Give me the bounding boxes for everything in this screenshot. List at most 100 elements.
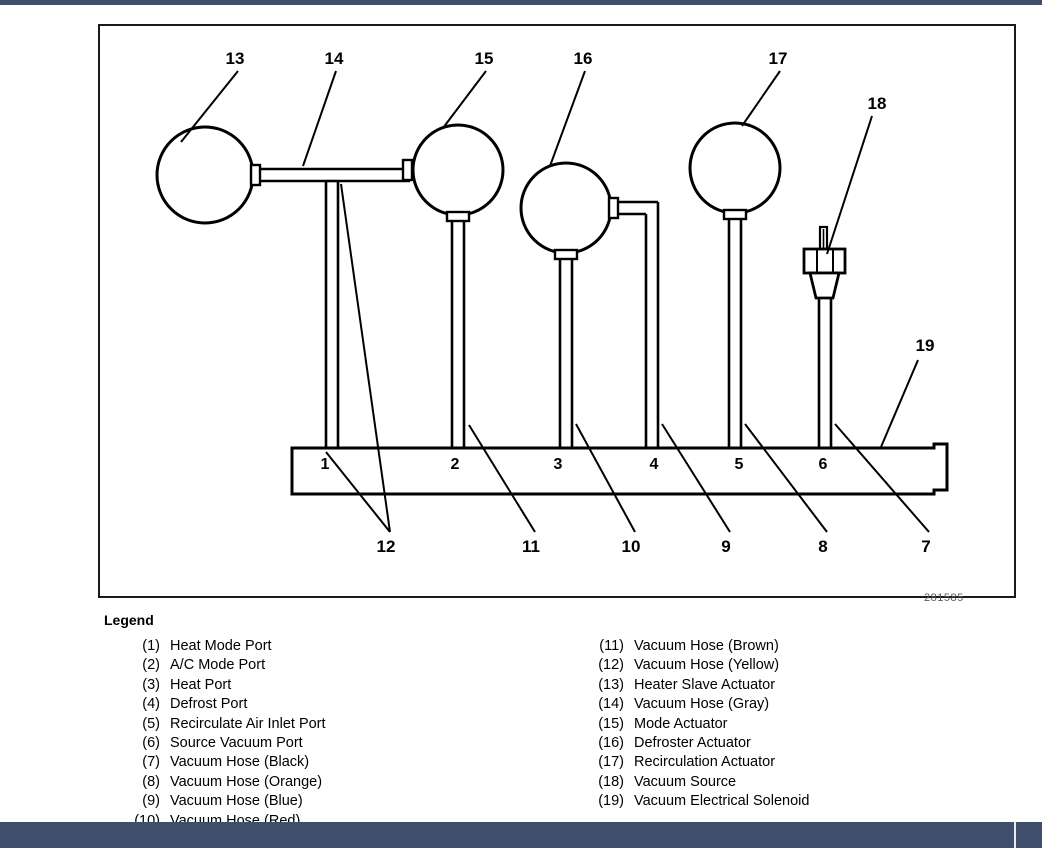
legend-item-label: A/C Mode Port xyxy=(170,657,266,674)
legend-item: (17) Recirculation Actuator xyxy=(592,754,809,773)
legend-item: (14)Vacuum Hose (Gray) xyxy=(592,696,809,715)
legend-item: (19) Vacuum Electrical Solenoid xyxy=(592,793,809,812)
legend-item-number: (11) xyxy=(599,638,624,654)
callout-8: 8 xyxy=(818,537,827,556)
callout-13: 13 xyxy=(226,49,245,68)
legend-item-label: Heat Port xyxy=(170,676,232,693)
legend-title: Legend xyxy=(104,612,154,628)
callout-16: 16 xyxy=(574,49,593,68)
legend-item: (4) Defrost Port xyxy=(128,696,326,715)
legend-column-right: (11) Vacuum Hose (Brown) (12) Vacuum Hose (… xyxy=(592,638,809,813)
legend-item-label: Heater Slave Actuator xyxy=(634,676,776,693)
callout-14: 14 xyxy=(325,49,344,68)
port-label-5: 5 xyxy=(735,456,744,473)
actuator-13-neck xyxy=(249,163,262,187)
callout-9: 9 xyxy=(721,537,730,556)
legend-item: (5) Recirculate Air Inlet Port xyxy=(128,715,326,735)
legend-item-label: Vacuum Source xyxy=(634,773,737,790)
legend-item-label: Vacuum Electrical Solenoid xyxy=(634,793,810,810)
legend-item-number: (7) xyxy=(142,754,160,771)
leader-13 xyxy=(180,70,239,143)
leader-15 xyxy=(442,70,487,129)
legend-item-number: (15) xyxy=(598,715,624,732)
leader-8 xyxy=(744,423,828,533)
legend-item-number: (12) xyxy=(598,657,624,674)
vacuum-electrical-solenoid-bar xyxy=(290,442,949,496)
callout-17: 17 xyxy=(769,49,788,68)
legend-column-left: (1)Heat Mode Port(2) A/C Mode Port (3) Heat… xyxy=(128,638,326,832)
vacuum-source-hex-nut xyxy=(802,247,847,275)
legend-item: (11) Vacuum Hose (Brown) xyxy=(592,638,809,657)
legend-item-number: (4) xyxy=(142,696,160,713)
solenoid-port-labels: 1 2 3 4 5 6 xyxy=(321,456,828,473)
callout-labels-top: 13 14 15 16 17 18 19 xyxy=(226,49,935,355)
leader-19 xyxy=(880,359,919,448)
legend-item-number: (16) xyxy=(598,734,624,751)
legend-item-number: (3) xyxy=(142,676,160,693)
leader-14 xyxy=(302,70,337,167)
port-label-3: 3 xyxy=(554,456,563,473)
legend-item-number: (8) xyxy=(142,773,160,790)
vacuum-system-diagram: 13 14 15 16 17 18 19 12 11 10 9 8 7 1 2 … xyxy=(155,49,949,556)
actuator-15-neck-bottom xyxy=(445,210,471,223)
leader-11 xyxy=(468,424,536,533)
leader-10 xyxy=(575,423,636,533)
vacuum-source-cone xyxy=(808,271,841,300)
bottom-accent-bar xyxy=(0,822,1042,848)
legend-item-number: (17) xyxy=(598,754,624,771)
legend-item-number: (6) xyxy=(142,734,160,751)
legend-item-label: Vacuum Hose (Blue) xyxy=(170,793,303,810)
legend-item-number: (19) xyxy=(598,793,624,810)
legend-item: (1)Heat Mode Port xyxy=(128,638,326,657)
legend-item-number: (2) xyxy=(142,657,160,674)
legend-item-label: Defroster Actuator xyxy=(634,734,751,751)
leader-12b xyxy=(325,451,391,533)
bottom-bar-divider xyxy=(1014,822,1016,848)
legend-item-number: (18) xyxy=(598,773,624,790)
actuator-16-neck-right xyxy=(607,196,620,220)
callout-labels-bottom: 12 11 10 9 8 7 xyxy=(377,537,931,556)
legend-item-number: (13) xyxy=(598,676,624,693)
legend-item: (9) Vacuum Hose (Blue) xyxy=(128,793,326,812)
legend-item: (12) Vacuum Hose (Yellow) xyxy=(592,657,809,676)
port-label-2: 2 xyxy=(451,456,460,473)
legend-item: (7) Vacuum Hose (Black) xyxy=(128,754,326,773)
legend-item-number: (5) xyxy=(142,715,160,732)
legend-item-label: Source Vacuum Port xyxy=(170,734,303,751)
leader-9 xyxy=(661,423,731,533)
legend-item-label: Defrost Port xyxy=(170,696,248,713)
figure-frame xyxy=(98,24,1016,598)
actuator-16-neck-bottom xyxy=(553,248,579,261)
legend-item-label: Recirculation Actuator xyxy=(634,754,776,771)
legend-item: (15) Mode Actuator xyxy=(592,716,809,735)
callout-19: 19 xyxy=(916,336,935,355)
legend-item-label: Vacuum Hose (Brown) xyxy=(634,638,779,654)
legend-item-label: Vacuum Hose (Gray) xyxy=(634,696,770,713)
legend-item: (13) Heater Slave Actuator xyxy=(592,677,809,696)
legend-item-label: Mode Actuator xyxy=(634,715,728,732)
leader-18 xyxy=(826,115,873,255)
actuator-13-body xyxy=(155,125,255,225)
figure-id-code: 281585 xyxy=(924,592,964,604)
legend-item: (6) Source Vacuum Port xyxy=(128,735,326,754)
legend-item-label: Heat Mode Port xyxy=(170,638,272,654)
port-label-6: 6 xyxy=(819,456,828,473)
leader-7 xyxy=(834,423,930,533)
legend-item-label: Recirculate Air Inlet Port xyxy=(170,715,326,732)
callout-11: 11 xyxy=(522,537,540,556)
actuator-15-neck-left xyxy=(401,158,414,182)
legend-item: (18) Vacuum Source xyxy=(592,774,809,793)
top-accent-bar xyxy=(0,0,1042,5)
legend-item-label: Vacuum Hose (Black) xyxy=(170,754,310,771)
legend-item-label: Vacuum Hose (Yellow) xyxy=(634,657,780,674)
callout-10: 10 xyxy=(622,537,641,556)
legend-item-number: (9) xyxy=(142,793,160,810)
callout-15: 15 xyxy=(475,49,494,68)
port-label-4: 4 xyxy=(650,456,659,473)
leader-12a xyxy=(340,183,391,533)
actuator-17-body xyxy=(688,121,782,215)
actuator-15-body xyxy=(411,123,505,217)
legend-item: (16) Defroster Actuator xyxy=(592,735,809,754)
callout-18: 18 xyxy=(868,94,887,113)
